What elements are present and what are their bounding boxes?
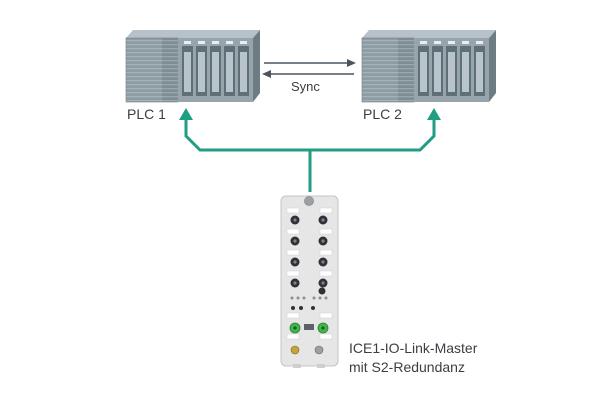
- sync-label: Sync: [291, 79, 320, 94]
- plc-2: [361, 30, 496, 103]
- device-label-line2: mit S2-Redundanz: [349, 359, 465, 375]
- plc-1-label: PLC 1: [127, 106, 166, 122]
- arrowheads: [179, 108, 441, 120]
- network-connection: [184, 118, 436, 192]
- io-link-master-device: [280, 195, 339, 368]
- sync-arrows: [262, 59, 356, 78]
- plc-2-label: PLC 2: [363, 106, 402, 122]
- device-label-line1: ICE1-IO-Link-Master: [349, 340, 478, 356]
- plc-1: [125, 30, 260, 103]
